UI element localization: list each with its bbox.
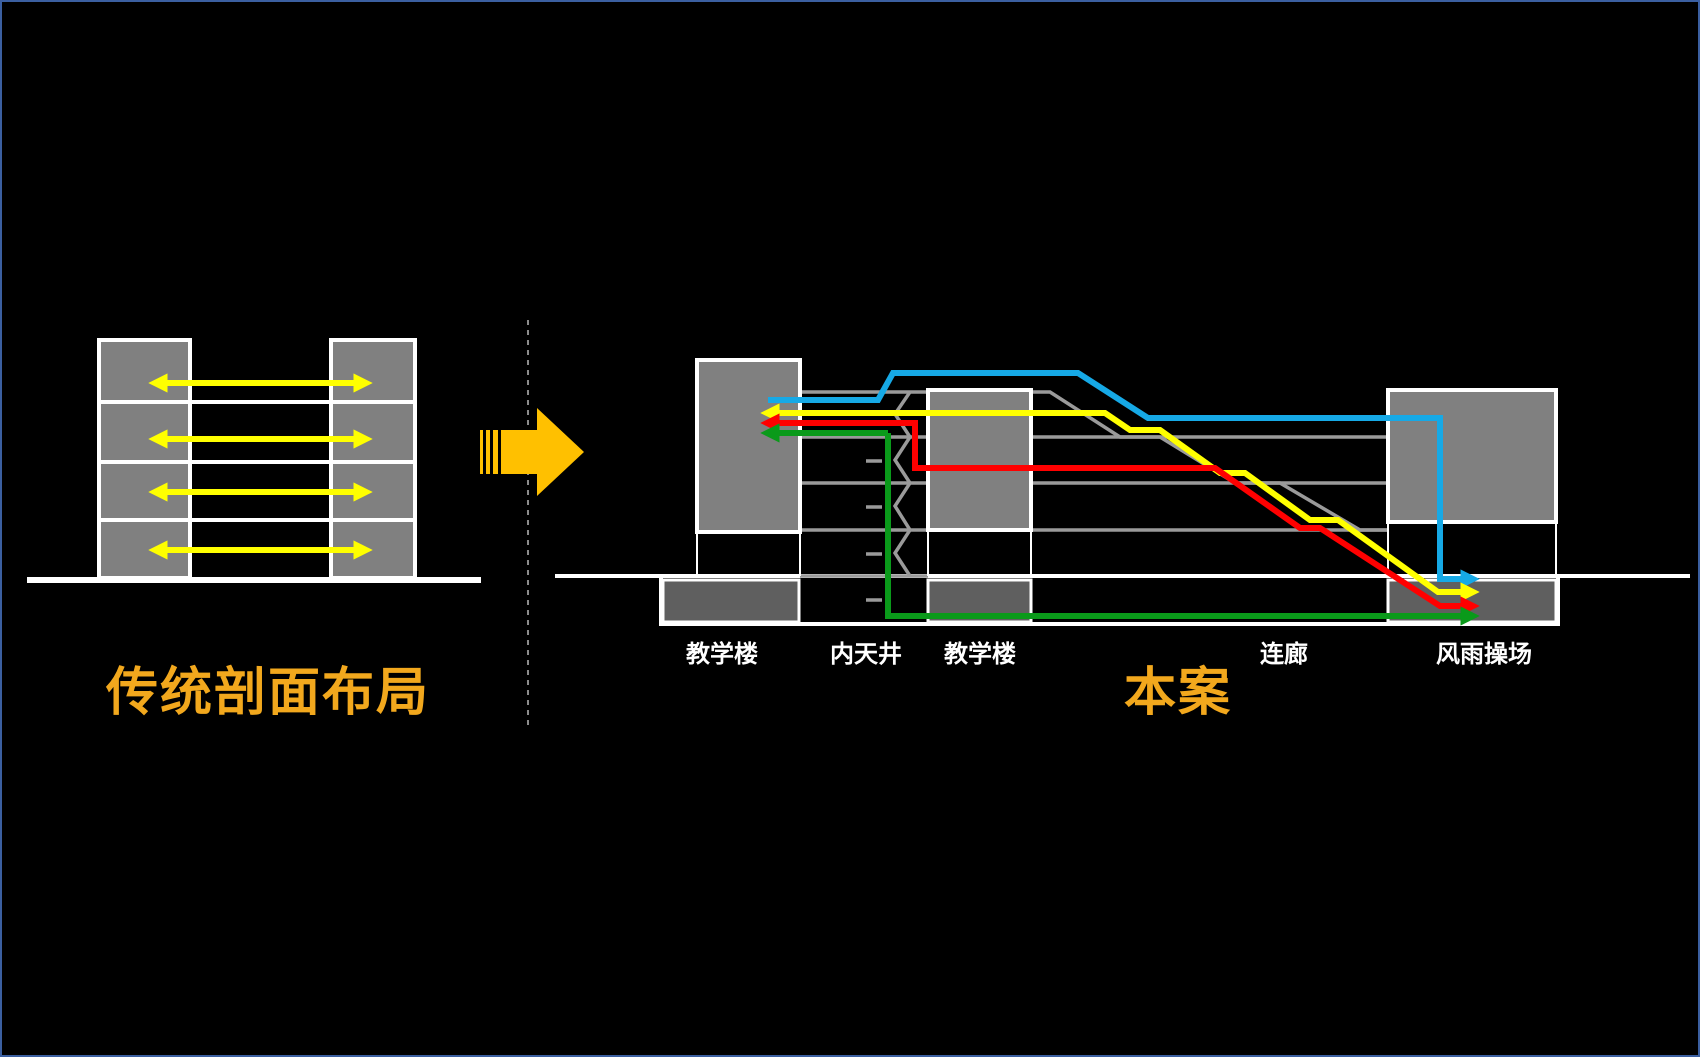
- traditional-section-title: 传统剖面布局: [105, 663, 430, 723]
- right-block-floor-3: [329, 400, 417, 464]
- yellow-path: [1030, 410, 1480, 602]
- basement-outline: [659, 574, 1560, 626]
- playground-building: [1386, 388, 1558, 524]
- label-teaching-building-2: 教学楼: [944, 640, 1016, 668]
- basement-block-1: [661, 578, 801, 624]
- teaching-building-1: [695, 358, 802, 534]
- transition-arrow-icon: [480, 408, 584, 496]
- left-block-floor-3: [97, 400, 192, 464]
- label-corridor: 连廊: [1260, 640, 1308, 668]
- blue-path: [768, 370, 1480, 589]
- red-path: [768, 420, 1480, 616]
- green-path: [885, 433, 1480, 626]
- right-block-floor-4: [329, 338, 417, 404]
- left-block-floor-4: [97, 338, 192, 404]
- scheme-section: [555, 358, 1690, 626]
- traditional-section: [27, 338, 481, 583]
- label-atrium: 内天井: [830, 640, 902, 668]
- label-teaching-building-1: 教学楼: [686, 640, 758, 668]
- label-playground: 风雨操场: [1436, 640, 1532, 668]
- scheme-title: 本案: [1123, 663, 1232, 723]
